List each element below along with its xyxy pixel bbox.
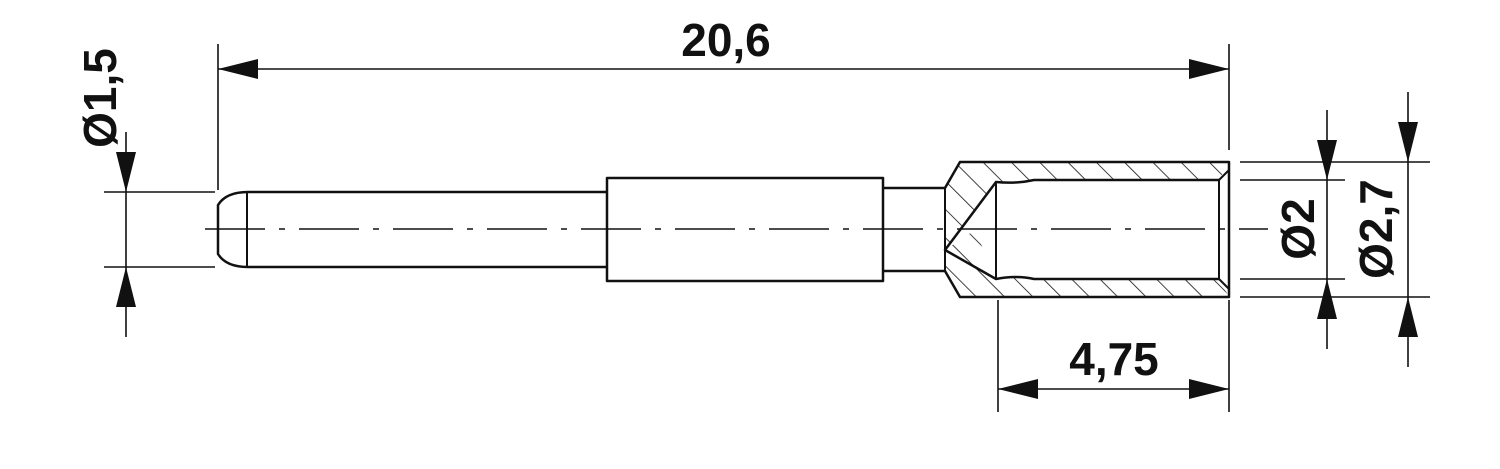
bore-chamfer-bottom (1218, 278, 1230, 290)
sleeve-outer-outline (943, 160, 1231, 299)
neck (883, 186, 945, 273)
bore-chamfer-top (1218, 169, 1230, 181)
pin-diameter-label: Ø1,5 (74, 48, 126, 148)
collar (605, 176, 885, 283)
outer-diameter-label: Ø2,7 (1350, 179, 1402, 279)
sleeve-bottom-wall (945, 230, 1229, 297)
overall-length-label: 20,6 (681, 14, 771, 66)
dimension-lines (104, 44, 1430, 412)
sleeve-length-label: 4,75 (1069, 333, 1159, 385)
sleeve-top-wall (945, 162, 1229, 250)
sleeve-bore-outline (943, 178, 1219, 281)
sleeve-section (943, 160, 1231, 299)
bore-diameter-label: Ø2 (1272, 198, 1324, 259)
